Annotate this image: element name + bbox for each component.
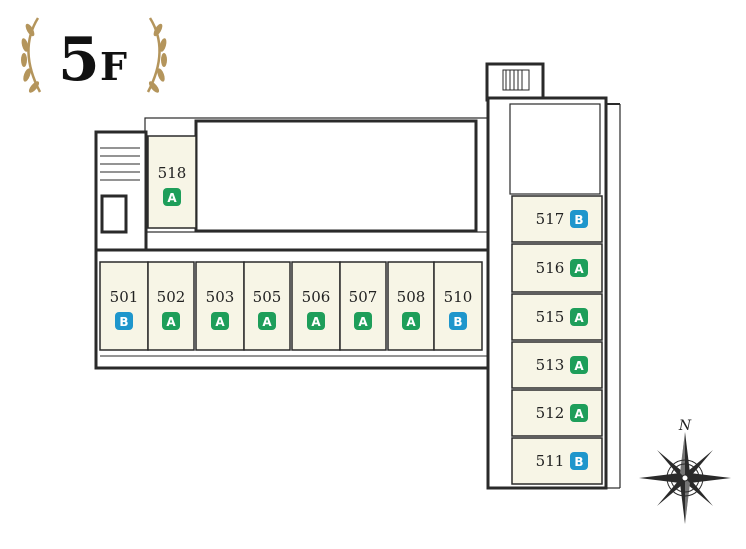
- room-517: 517 B: [511, 195, 603, 243]
- room-type-badge: [163, 188, 181, 206]
- room-number: 507: [349, 288, 378, 306]
- room-number: 518: [158, 164, 187, 182]
- room-number: 502: [157, 288, 186, 306]
- room-type-badge: [162, 312, 180, 330]
- room-type-label: A: [574, 407, 584, 421]
- room-number: 510: [444, 288, 473, 306]
- room-type-label: A: [215, 315, 225, 329]
- room-type-badge: [402, 312, 420, 330]
- room-outline: [387, 261, 435, 351]
- laurel-left-icon: [21, 17, 42, 93]
- room-outline: [147, 261, 195, 351]
- room-512: 512 A: [511, 389, 603, 437]
- room-515: 515 A: [511, 293, 603, 341]
- room-type-badge: [570, 452, 588, 470]
- room-type-label: A: [406, 315, 416, 329]
- floor-unit: F: [100, 44, 127, 89]
- room-type-label: A: [167, 191, 177, 205]
- room-number: 512: [536, 404, 565, 422]
- room-type-label: A: [574, 262, 584, 276]
- room-511: 511 B: [511, 437, 603, 485]
- compass-north-label: N: [678, 418, 692, 434]
- stairs-icon: [502, 69, 530, 91]
- room-type-badge: [570, 308, 588, 326]
- compass-rose-icon: N: [639, 418, 731, 524]
- room-type-label: B: [119, 315, 128, 329]
- room-type-label: B: [453, 315, 462, 329]
- room-outline: [291, 261, 341, 351]
- room-type-label: A: [574, 311, 584, 325]
- room-outline: [433, 261, 483, 351]
- room-number: 517: [536, 210, 565, 228]
- room-type-label: A: [311, 315, 321, 329]
- room-type-badge: [570, 210, 588, 228]
- stairs-icon: [100, 147, 140, 181]
- room-type-label: B: [574, 455, 583, 469]
- room-outline: [339, 261, 387, 351]
- room-type-label: A: [574, 359, 584, 373]
- room-type-badge: [449, 312, 467, 330]
- room-number: 503: [206, 288, 235, 306]
- room-type-badge: [211, 312, 229, 330]
- room-type-label: A: [262, 315, 272, 329]
- room-number: 506: [302, 288, 331, 306]
- room-type-label: A: [358, 315, 368, 329]
- room-number: 515: [536, 308, 565, 326]
- floor-label: 5 F: [21, 17, 167, 95]
- room-number: 501: [110, 288, 139, 306]
- room-outline: [99, 261, 149, 351]
- room-type-label: B: [574, 213, 583, 227]
- room-type-badge: [258, 312, 276, 330]
- room-516: 516 A: [511, 243, 603, 293]
- room-number: 505: [253, 288, 282, 306]
- room-type-badge: [570, 404, 588, 422]
- room-type-badge: [307, 312, 325, 330]
- room-outline: [243, 261, 291, 351]
- room-outline: [147, 135, 197, 229]
- room-number: 511: [536, 452, 565, 470]
- room-number: 508: [397, 288, 426, 306]
- laurel-right-icon: [146, 17, 167, 93]
- room-type-label: A: [166, 315, 176, 329]
- room-513: 513 A: [511, 341, 603, 389]
- room-type-badge: [115, 312, 133, 330]
- room-type-badge: [570, 356, 588, 374]
- room-type-badge: [354, 312, 372, 330]
- floor-number: 5: [58, 25, 100, 95]
- room-outline: [195, 261, 245, 351]
- room-type-badge: [570, 259, 588, 277]
- room-number: 516: [536, 259, 565, 277]
- room-number: 513: [536, 356, 565, 374]
